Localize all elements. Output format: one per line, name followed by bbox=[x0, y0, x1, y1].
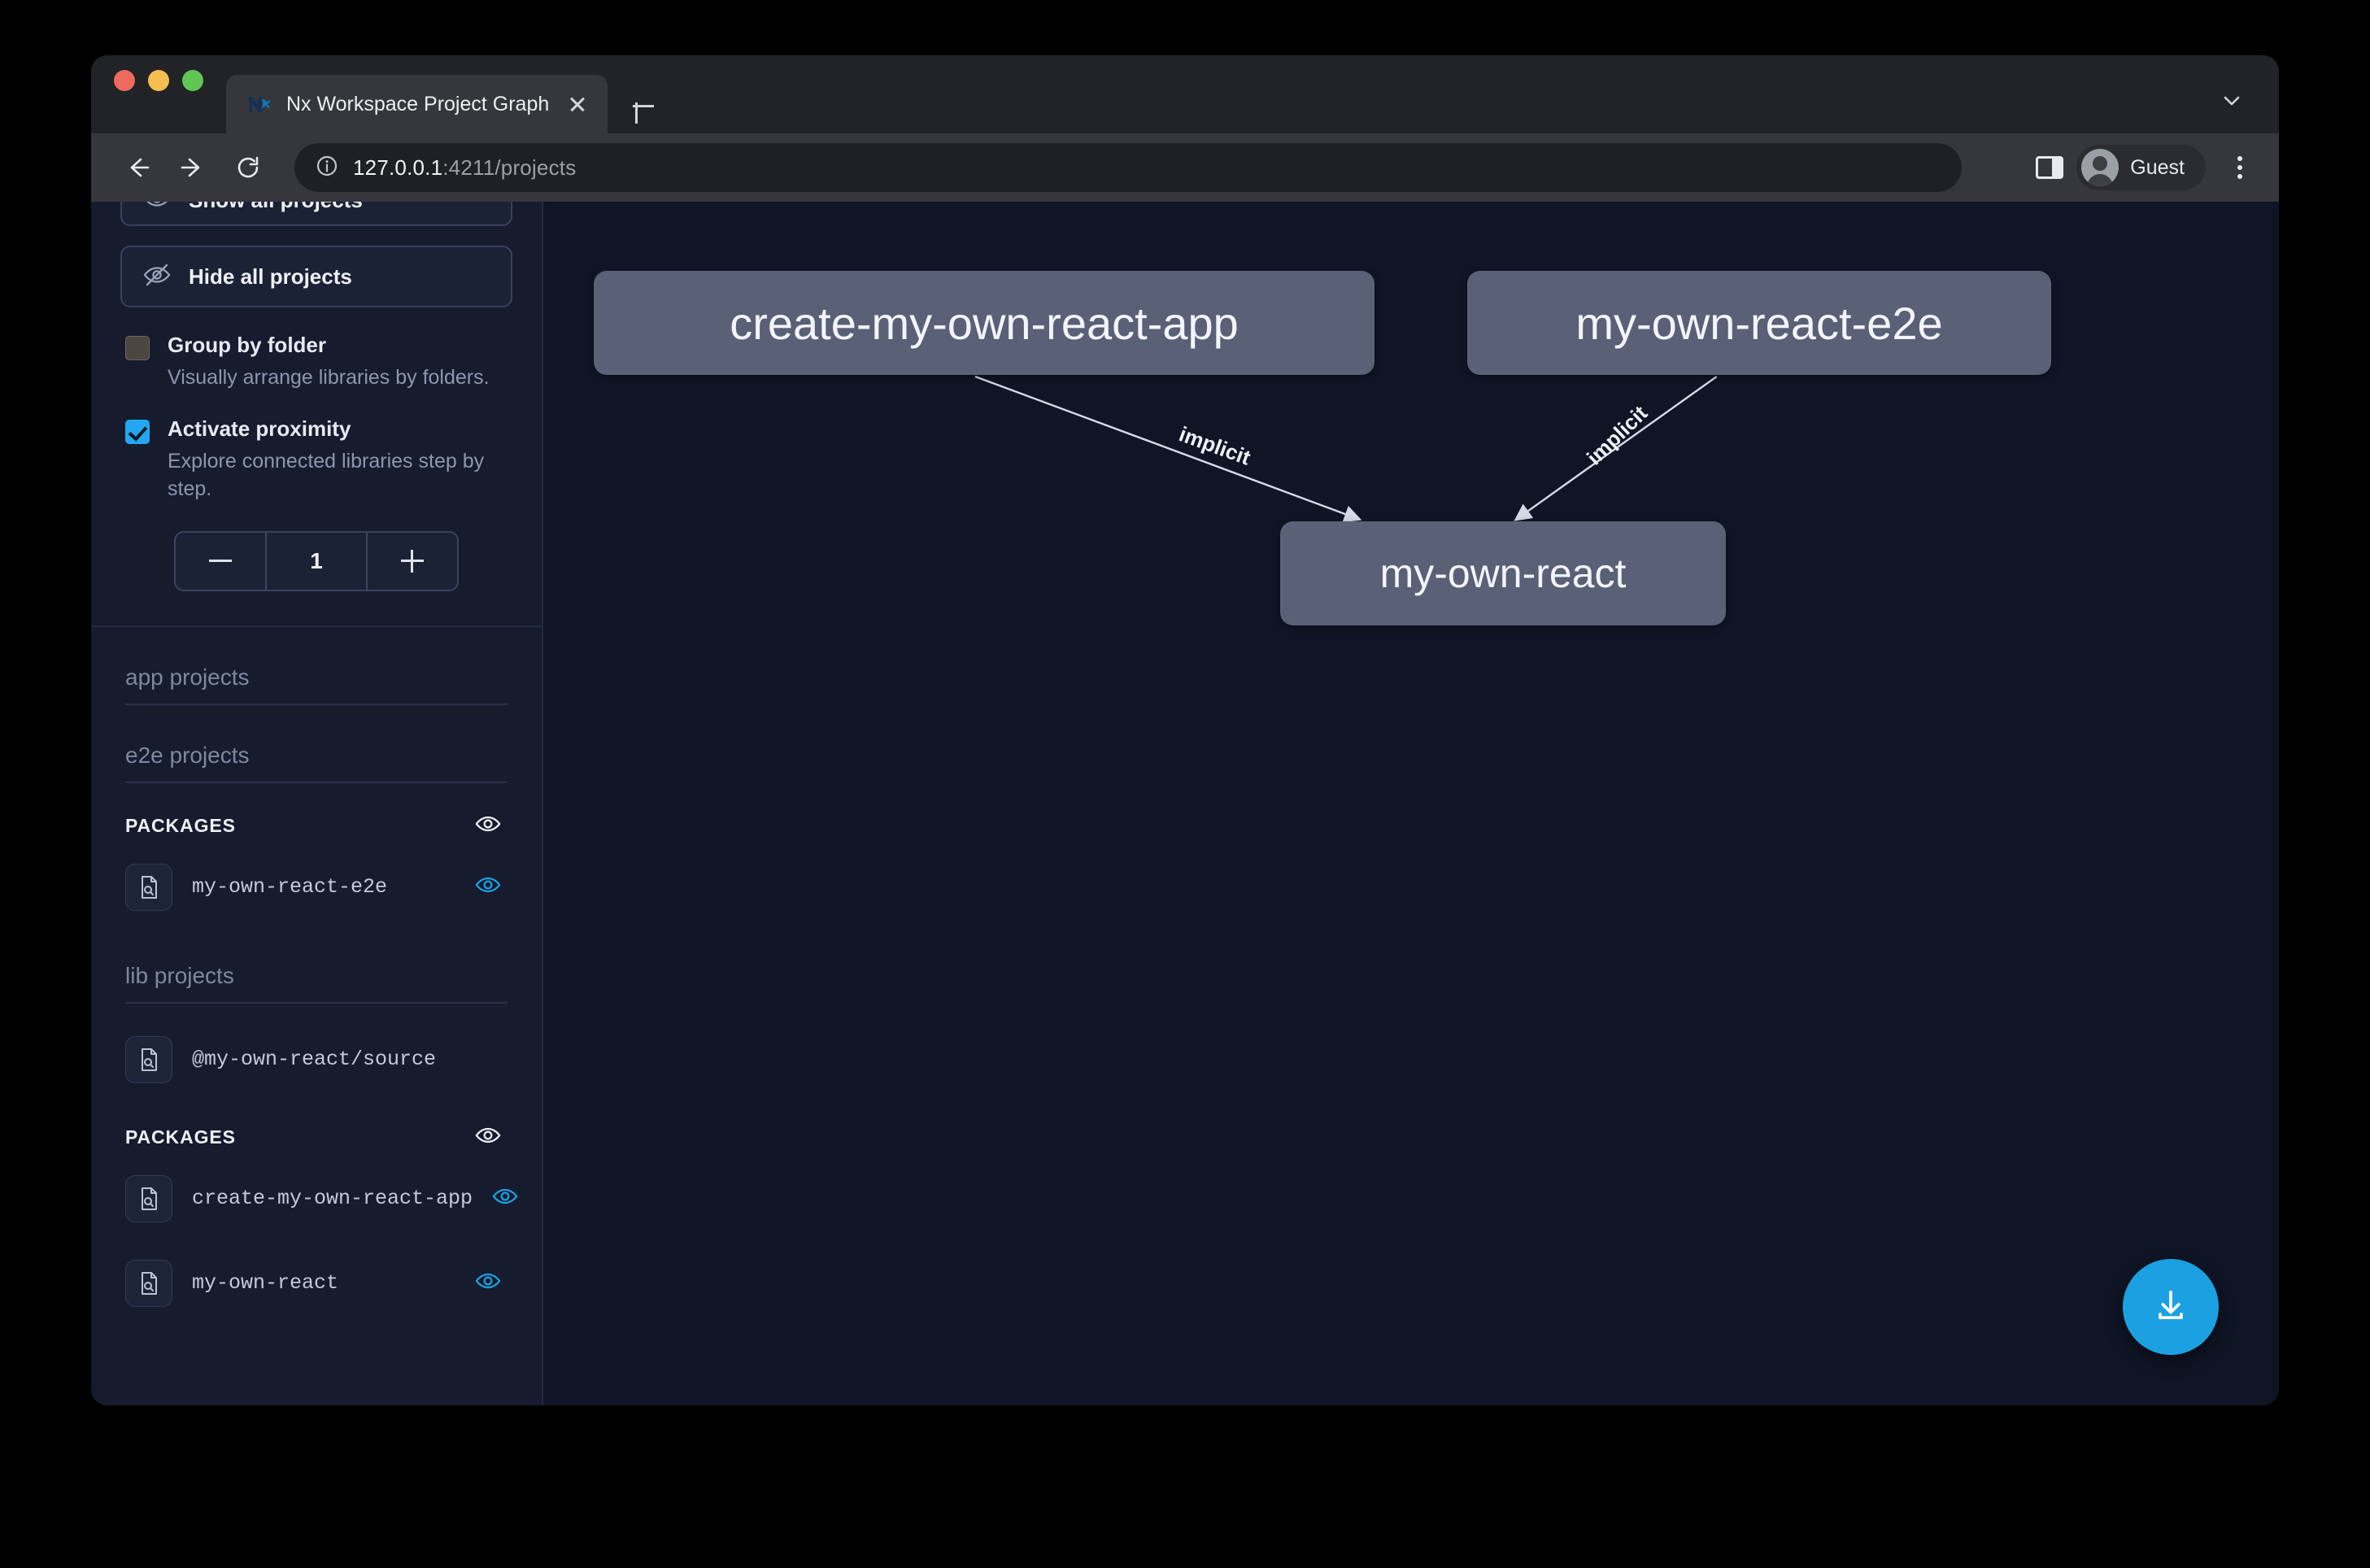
url-text: 127.0.0.1:4211/projects bbox=[353, 155, 576, 181]
group-by-folder-label: Group by folder bbox=[168, 332, 490, 359]
profile-button[interactable]: Guest bbox=[2076, 145, 2206, 190]
packages-header-lib[interactable]: PACKAGES bbox=[120, 1098, 512, 1152]
address-bar[interactable]: 127.0.0.1:4211/projects bbox=[294, 143, 1962, 192]
list-item[interactable]: @my-own-react/source bbox=[120, 1021, 512, 1098]
forward-arrow-icon[interactable] bbox=[168, 142, 218, 193]
sidebar: Show all projects Hide all projects bbox=[91, 202, 543, 1405]
node-label: create-my-own-react-app bbox=[730, 297, 1239, 350]
node-label: my-own-react-e2e bbox=[1575, 297, 1942, 350]
back-arrow-icon[interactable] bbox=[112, 142, 163, 193]
profile-name: Guest bbox=[2130, 156, 2185, 180]
info-circle-icon[interactable] bbox=[316, 155, 338, 181]
url-path: :4211/projects bbox=[442, 155, 576, 180]
stepper-increment-button[interactable] bbox=[368, 533, 457, 590]
group-title-app-projects: app projects bbox=[120, 627, 512, 703]
packages-label: PACKAGES bbox=[125, 1126, 236, 1148]
group-title-lib-projects: lib projects bbox=[120, 926, 512, 1002]
browser-toolbar: 127.0.0.1:4211/projects Guest bbox=[91, 133, 2279, 202]
eye-icon[interactable] bbox=[475, 811, 501, 841]
list-item[interactable]: my-own-react-e2e bbox=[120, 849, 512, 926]
eye-icon[interactable] bbox=[475, 872, 501, 902]
list-item[interactable]: create-my-own-react-app bbox=[120, 1161, 512, 1237]
group-by-folder-description: Visually arrange libraries by folders. bbox=[168, 364, 490, 392]
tab-title: Nx Workspace Project Graph bbox=[286, 93, 549, 116]
file-search-icon[interactable] bbox=[125, 1260, 172, 1307]
tab-strip: Nx Workspace Project Graph bbox=[91, 55, 2279, 133]
edge-create-app-to-core bbox=[975, 377, 1358, 519]
project-name: @my-own-react/source bbox=[192, 1048, 501, 1071]
list-item[interactable]: my-own-react bbox=[120, 1245, 512, 1322]
graph-node-create-my-own-react-app[interactable]: create-my-own-react-app bbox=[594, 271, 1375, 375]
group-rule bbox=[125, 1002, 508, 1004]
packages-label: PACKAGES bbox=[125, 815, 236, 837]
minimize-window-button[interactable] bbox=[148, 70, 169, 91]
toolbar-actions: Guest bbox=[2036, 145, 2255, 190]
eye-off-icon bbox=[143, 261, 171, 293]
eye-icon[interactable] bbox=[475, 1268, 501, 1298]
project-name: my-own-react-e2e bbox=[192, 875, 455, 899]
nx-logo-icon bbox=[247, 92, 272, 116]
activate-proximity-label: Activate proximity bbox=[168, 416, 512, 442]
stepper-value: 1 bbox=[265, 533, 367, 590]
activate-proximity-checkbox[interactable] bbox=[125, 420, 150, 444]
url-host: 127.0.0.1 bbox=[353, 155, 442, 180]
group-title-e2e-projects: e2e projects bbox=[120, 705, 512, 782]
packages-header-e2e[interactable]: PACKAGES bbox=[120, 783, 512, 841]
close-window-button[interactable] bbox=[114, 70, 135, 91]
activate-proximity-option[interactable]: Activate proximity Explore connected lib… bbox=[120, 416, 512, 503]
maximize-window-button[interactable] bbox=[182, 70, 203, 91]
hide-all-projects-label: Hide all projects bbox=[189, 264, 352, 290]
project-name: my-own-react bbox=[192, 1271, 455, 1295]
file-search-icon[interactable] bbox=[125, 1036, 172, 1083]
node-label: my-own-react bbox=[1380, 550, 1627, 597]
nx-graph-app: Show all projects Hide all projects bbox=[91, 202, 2279, 1405]
project-name: create-my-own-react-app bbox=[192, 1187, 473, 1210]
browser-window: Nx Workspace Project Graph bbox=[91, 55, 2279, 1405]
stepper-decrement-button[interactable] bbox=[176, 533, 265, 590]
avatar bbox=[2081, 149, 2119, 186]
sidebar-content: Show all projects Hide all projects bbox=[91, 202, 542, 1322]
show-all-projects-label: Show all projects bbox=[189, 202, 363, 213]
download-icon bbox=[2150, 1284, 2192, 1331]
graph-node-my-own-react-e2e[interactable]: my-own-react-e2e bbox=[1467, 271, 2051, 375]
file-search-icon[interactable] bbox=[125, 864, 172, 911]
new-tab-button[interactable] bbox=[625, 88, 661, 124]
graph-edges bbox=[543, 202, 2279, 1405]
browser-tab[interactable]: Nx Workspace Project Graph bbox=[226, 75, 608, 133]
activate-proximity-description: Explore connected libraries step by step… bbox=[168, 447, 512, 503]
group-by-folder-checkbox[interactable] bbox=[125, 336, 150, 360]
eye-icon bbox=[143, 202, 171, 216]
eye-icon[interactable] bbox=[475, 1122, 501, 1152]
chevron-down-icon[interactable] bbox=[2220, 89, 2243, 112]
download-graph-button[interactable] bbox=[2123, 1259, 2219, 1355]
eye-icon[interactable] bbox=[492, 1183, 518, 1213]
hide-all-projects-button[interactable]: Hide all projects bbox=[120, 246, 512, 307]
kebab-menu-icon[interactable] bbox=[2225, 150, 2255, 185]
graph-node-my-own-react[interactable]: my-own-react bbox=[1280, 521, 1726, 625]
close-icon[interactable] bbox=[564, 90, 591, 118]
reload-icon[interactable] bbox=[223, 142, 273, 193]
window-controls bbox=[114, 55, 203, 133]
side-panel-icon[interactable] bbox=[2036, 156, 2063, 179]
graph-canvas[interactable]: implicit implicit create-my-own-react-ap… bbox=[543, 202, 2279, 1405]
proximity-stepper: 1 bbox=[174, 531, 459, 591]
show-all-projects-button[interactable]: Show all projects bbox=[120, 202, 512, 226]
file-search-icon[interactable] bbox=[125, 1175, 172, 1222]
group-by-folder-option[interactable]: Group by folder Visually arrange librari… bbox=[120, 332, 512, 391]
